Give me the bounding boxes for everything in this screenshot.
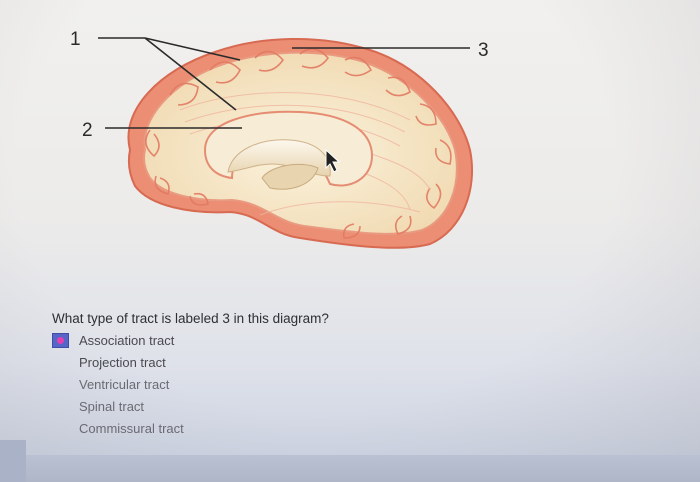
gyri-pattern [145, 48, 452, 239]
radio-dot-icon [57, 336, 64, 344]
option-spinal-tract[interactable]: Spinal tract [52, 395, 184, 417]
mouse-cursor-icon [325, 148, 341, 173]
option-projection-tract[interactable]: Projection tract [52, 351, 184, 373]
option-label: Projection tract [79, 354, 166, 370]
option-label: Ventricular tract [79, 376, 170, 392]
answer-options: Association tract Projection tract Ventr… [52, 329, 184, 439]
option-ventricular-tract[interactable]: Ventricular tract [52, 373, 184, 395]
label-3: 3 [478, 40, 489, 61]
screen-bottom-edge [0, 455, 700, 482]
label-2: 2 [82, 120, 93, 141]
question-text: What type of tract is labeled 3 in this … [52, 311, 329, 326]
label-1: 1 [70, 29, 81, 50]
option-label: Commissural tract [79, 420, 184, 436]
screen-corner-shade [0, 440, 26, 482]
option-label: Association tract [79, 332, 175, 348]
radio-selected-icon[interactable] [52, 332, 69, 348]
option-association-tract[interactable]: Association tract [52, 329, 184, 351]
option-label: Spinal tract [79, 398, 145, 414]
brain-diagram: 1 2 3 [70, 29, 489, 249]
option-commissural-tract[interactable]: Commissural tract [52, 417, 184, 439]
leader-lines [98, 37, 470, 129]
